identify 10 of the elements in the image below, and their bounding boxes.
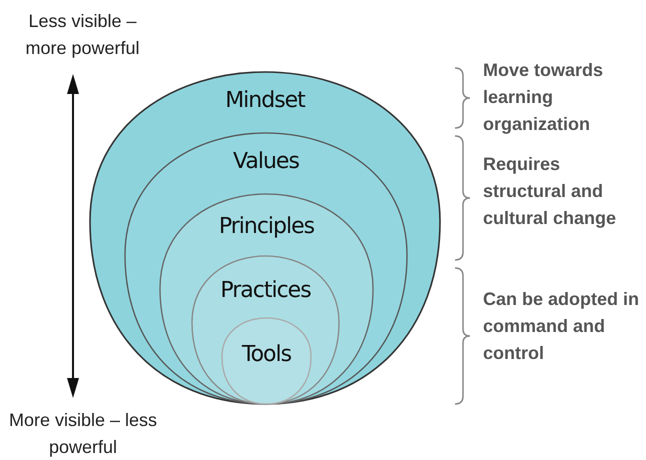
layer-label: Tools xyxy=(240,342,292,367)
layer-label: Principles xyxy=(218,214,316,239)
layer-label: Practices xyxy=(219,278,312,303)
brace-note: Requires structural and cultural change xyxy=(483,153,618,230)
axis-label: More visible – less powerful xyxy=(8,409,158,459)
axis-label: Less visible – more powerful xyxy=(24,10,141,60)
layer-label: Mindset xyxy=(224,88,306,113)
brace-note: Can be adopted in command and control xyxy=(483,288,640,365)
brace-note: Move towards learning organization xyxy=(483,59,604,136)
layer-label: Values xyxy=(232,149,300,174)
